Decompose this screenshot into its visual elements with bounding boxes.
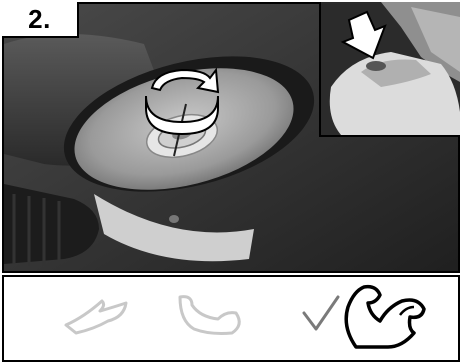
spindle-lock-inset bbox=[319, 2, 460, 137]
effort-legend-icons bbox=[4, 277, 462, 364]
light-effort-icon bbox=[66, 301, 126, 333]
strong-effort-icon bbox=[346, 287, 424, 347]
step-number: 2. bbox=[2, 2, 79, 38]
spindle-lock-illustration bbox=[321, 2, 460, 135]
check-mark-icon bbox=[304, 297, 338, 329]
effort-legend bbox=[2, 275, 460, 362]
medium-effort-icon bbox=[180, 297, 239, 334]
